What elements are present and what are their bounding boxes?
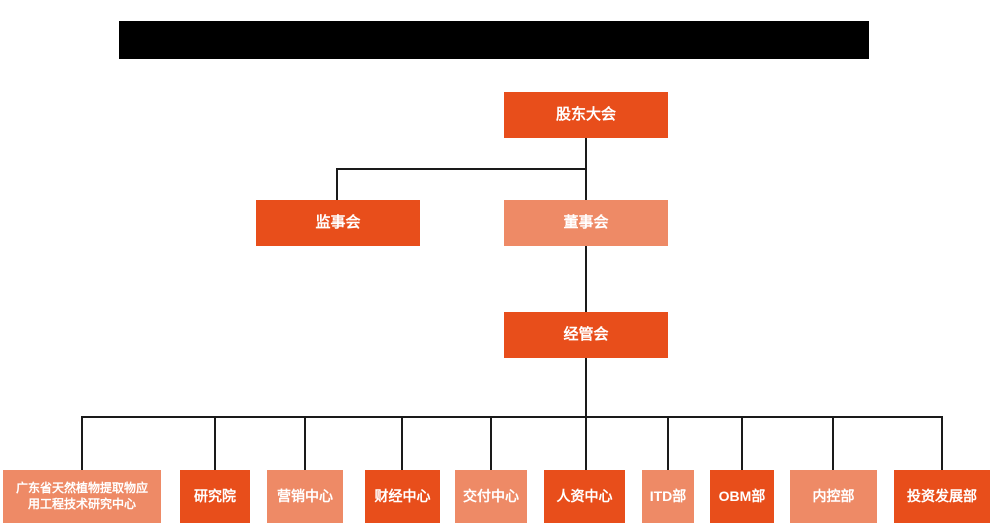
connector-drop-marketing-center	[304, 416, 306, 470]
connector-drop-research-center	[81, 416, 83, 470]
connector-drop-internal-control	[832, 416, 834, 470]
connector-drop-investment-development	[941, 416, 943, 470]
connector-branch-supervisory-drop	[336, 168, 338, 200]
connector-drop-delivery-center	[490, 416, 492, 470]
connector-drop-hr-center	[585, 416, 587, 470]
redacted-title-banner	[119, 21, 869, 59]
org-node-board-of-directors: 董事会	[504, 200, 668, 246]
connector-trunk-management-bus	[585, 358, 587, 416]
connector-bus-horizontal	[82, 416, 943, 418]
connector-drop-itd-department	[667, 416, 669, 470]
connector-branch-supervisory-horizontal	[336, 168, 587, 170]
connector-trunk-board-management	[585, 246, 587, 312]
org-node-obm-department: OBM部	[710, 470, 774, 523]
connector-drop-finance-center	[401, 416, 403, 470]
org-node-supervisory-board: 监事会	[256, 200, 420, 246]
org-node-delivery-center: 交付中心	[455, 470, 527, 523]
org-node-shareholders-meeting: 股东大会	[504, 92, 668, 138]
org-node-management-committee: 经管会	[504, 312, 668, 358]
org-node-research-institute: 研究院	[180, 470, 250, 523]
connector-drop-obm-department	[741, 416, 743, 470]
org-node-internal-control-department: 内控部	[790, 470, 877, 523]
connector-drop-research-institute	[214, 416, 216, 470]
org-node-itd-department: ITD部	[642, 470, 694, 523]
org-node-finance-center: 财经中心	[365, 470, 440, 523]
org-node-investment-development-department: 投资发展部	[894, 470, 990, 523]
org-node-hr-center: 人资中心	[544, 470, 625, 523]
org-node-guangdong-plant-extract-research-center: 广东省天然植物提取物应用工程技术研究中心	[3, 470, 161, 523]
org-node-marketing-center: 营销中心	[267, 470, 343, 523]
